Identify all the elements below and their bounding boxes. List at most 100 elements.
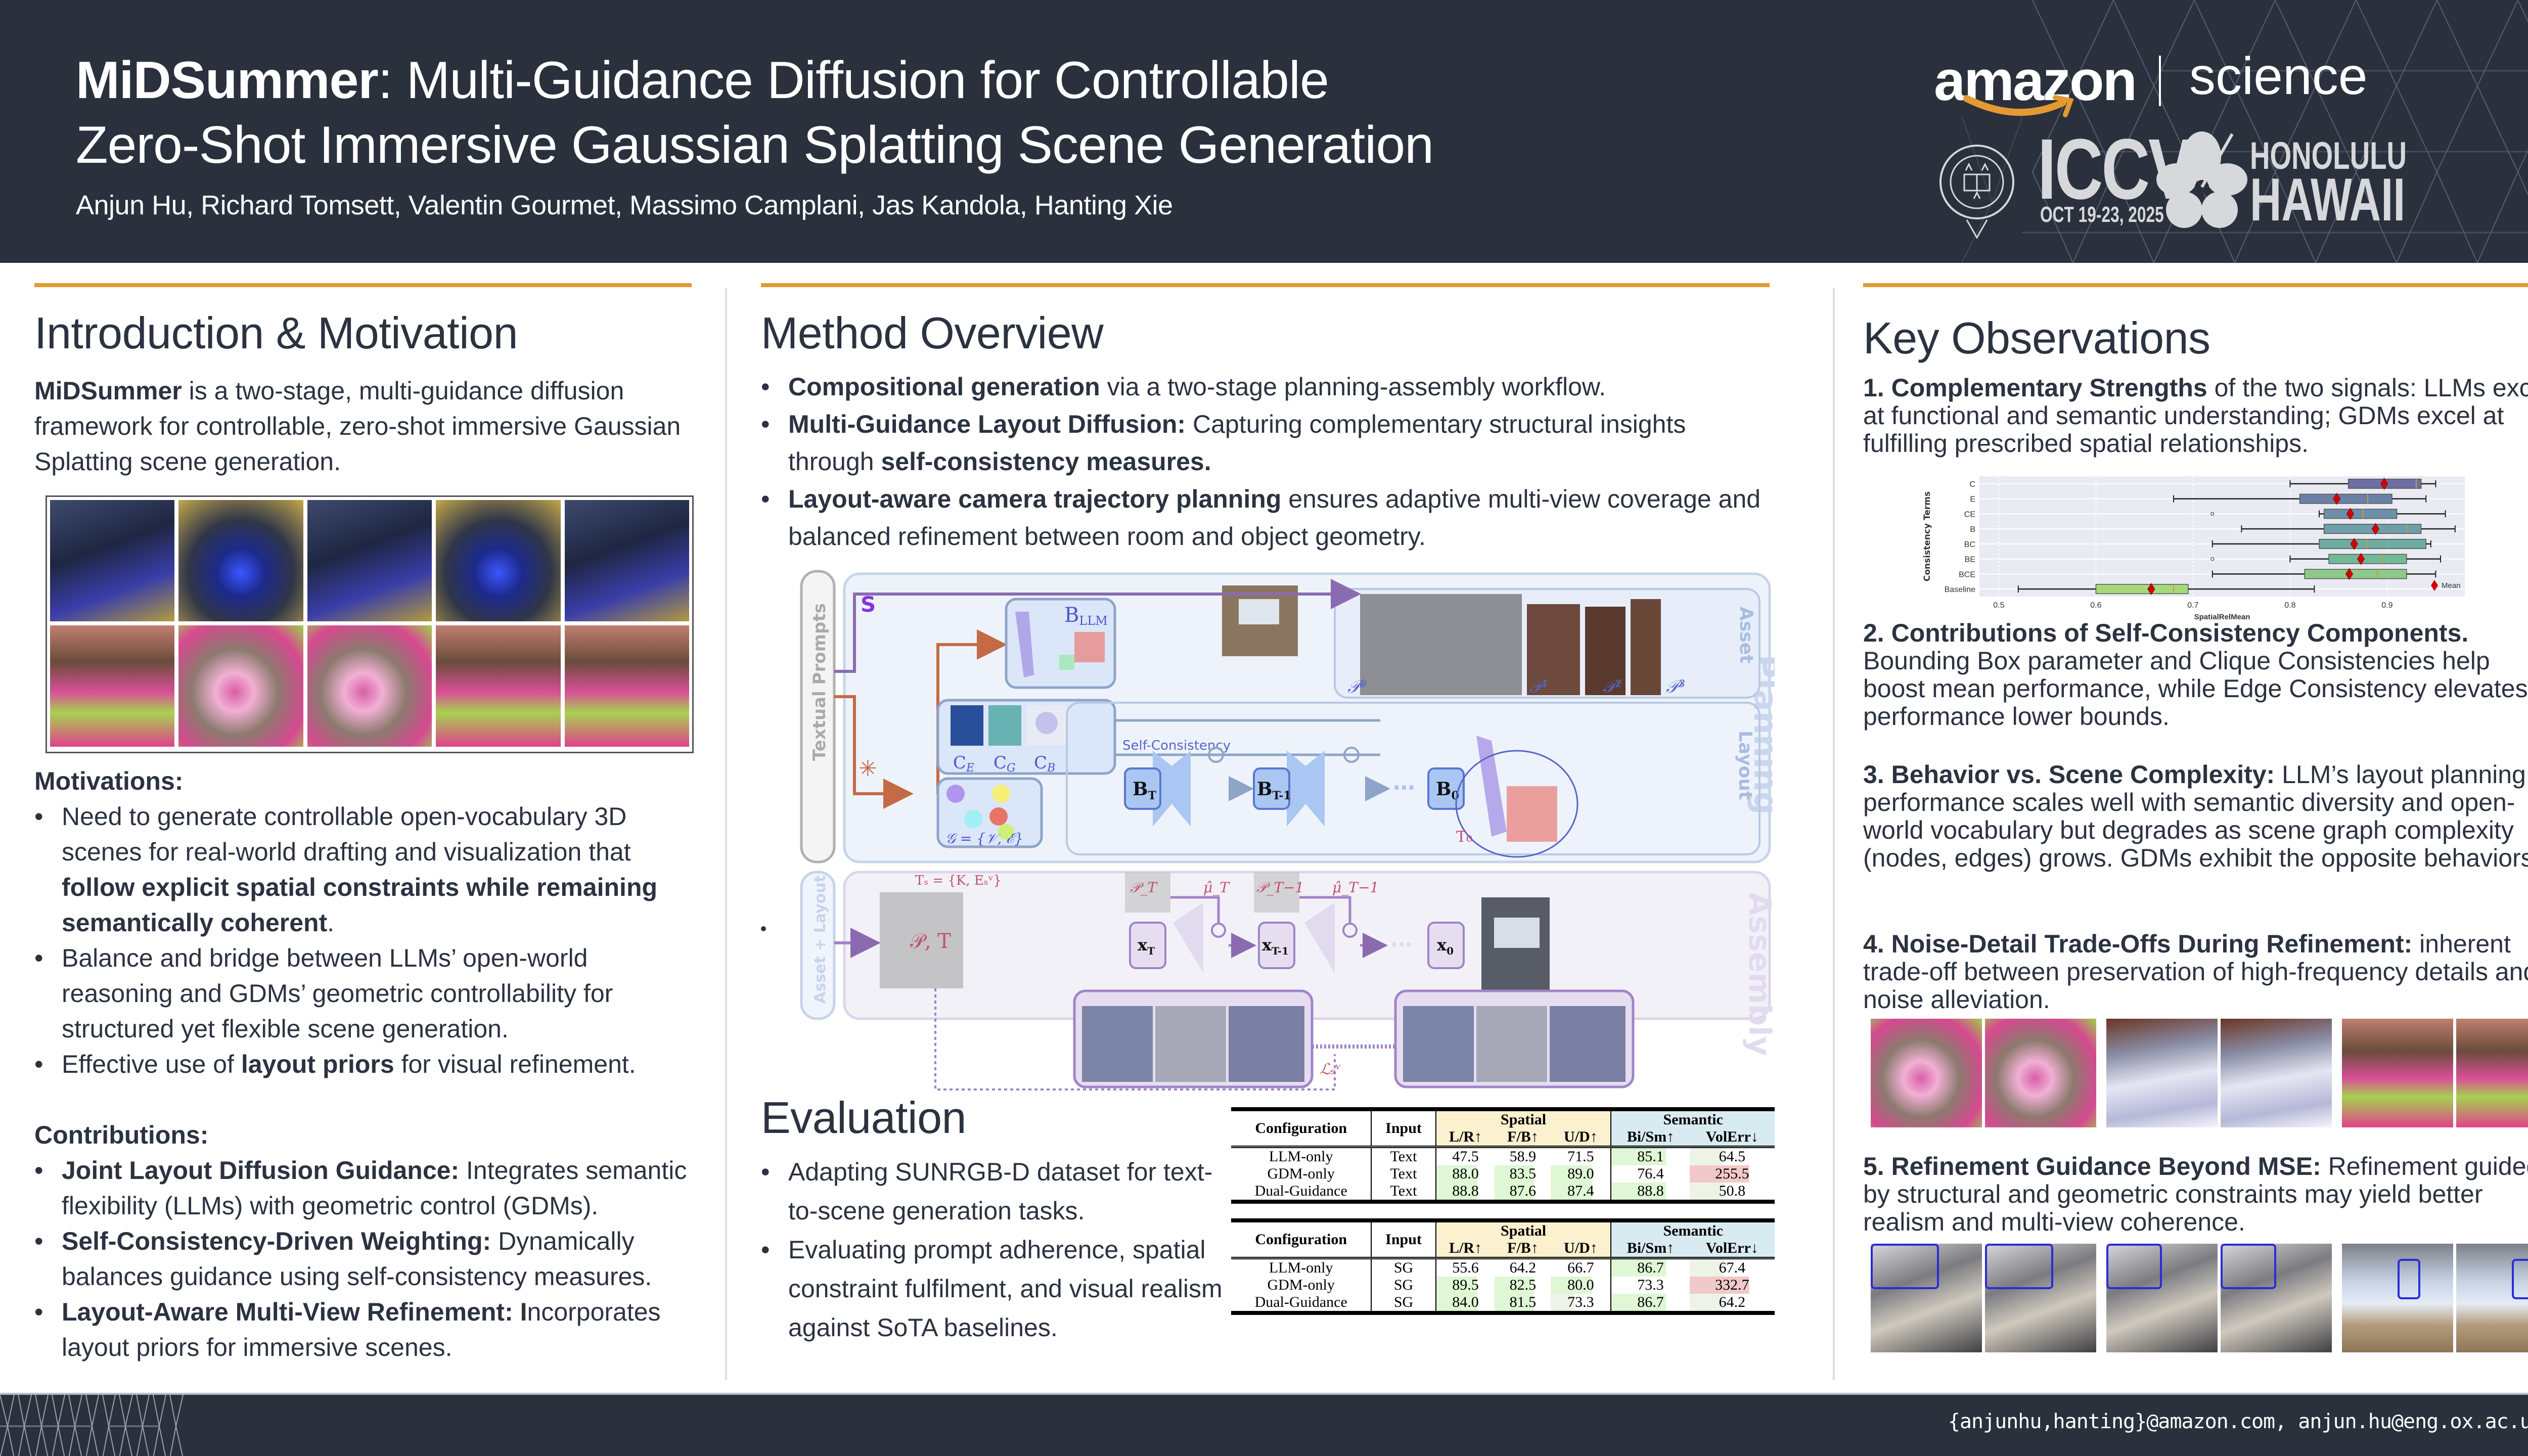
method-bullet-bold: Multi-Guidance Layout Diffusion: — [788, 410, 1186, 438]
input-cell: Text — [1371, 1165, 1436, 1182]
metric-cell-fb: 81.5 — [1495, 1294, 1551, 1315]
metric-cell-bism: 73.3 — [1610, 1277, 1690, 1294]
metric-cell-bism: 88.8 — [1610, 1182, 1690, 1204]
geometric-mesh-decoration — [0, 1395, 184, 1456]
contributions-list: Joint Layout Diffusion Guidance: Integra… — [34, 1153, 702, 1365]
loss-label: ℒₛᵛ — [1320, 1061, 1341, 1078]
motivation-bold: layout priors — [241, 1050, 394, 1078]
mu-label: μ̂_T — [1203, 879, 1230, 896]
input-cell: Text — [1371, 1147, 1436, 1165]
evaluation-bullet: Evaluating prompt adherence, spatial con… — [761, 1231, 1231, 1347]
metric-cell-lr: 47.5 — [1435, 1147, 1495, 1165]
contribution-item: Joint Layout Diffusion Guidance: Integra… — [34, 1153, 702, 1223]
gallery-image — [564, 500, 690, 621]
highlight-box — [2221, 1244, 2276, 1289]
motivation-item: Effective use of layout priors for visua… — [34, 1046, 702, 1082]
section-accent-bar — [761, 283, 1770, 287]
input-cell: SG — [1371, 1294, 1436, 1315]
self-consistency-label: Self-Consistency — [1122, 738, 1231, 753]
iccv-dates: OCT 19-23, 2025 — [2040, 202, 2164, 227]
comparison-image — [1871, 1019, 1982, 1127]
box-be — [2328, 554, 2407, 564]
s-label: S — [861, 592, 876, 617]
motivation-text: Balance and bridge between LLMs’ open-wo… — [62, 944, 613, 1043]
observation-heading: 5. Refinement Guidance Beyond MSE: — [1863, 1152, 2321, 1180]
observations-title: Key Observations — [1863, 313, 2210, 363]
metric-cell-lr: 55.6 — [1435, 1258, 1495, 1277]
asset-layout-label: Asset + Layout — [811, 875, 829, 1004]
column-header: Configuration — [1231, 1218, 1372, 1259]
comparison-image — [2342, 1244, 2453, 1352]
gallery-image — [50, 625, 175, 747]
metric-cell-volerr: 64.5 — [1689, 1147, 1775, 1165]
assembly-node-xt-1 — [1258, 922, 1295, 969]
metric-cell-bism: 85.1 — [1610, 1147, 1690, 1165]
section-accent-bar — [34, 283, 692, 287]
box-baseline — [2095, 584, 2189, 595]
sum-node-icon — [1343, 747, 1360, 763]
sum-node-icon — [1211, 923, 1226, 938]
clique-consistency-heatmap — [988, 705, 1021, 746]
asset-layout-box — [800, 871, 836, 1020]
contribution-bold: Layout-Aware Multi-View Refinement: I — [62, 1298, 527, 1326]
comparison-image — [2106, 1244, 2218, 1352]
metric-cell-lr: 88.8 — [1435, 1182, 1495, 1204]
metric-cell-fb: 87.6 — [1495, 1182, 1551, 1204]
y-tick-label: CE — [1964, 510, 1975, 519]
highlight-box — [2398, 1259, 2420, 1299]
wardrobe-asset-image — [1631, 599, 1661, 695]
metric-cell-ud: 66.7 — [1567, 1259, 1594, 1276]
intro-title: Introduction & Motivation — [34, 308, 518, 358]
observation-text: Refinement guided by structural and geom… — [1863, 1152, 2528, 1236]
observation-heading: 2. Contributions of Self-Consistency Com… — [1863, 619, 2469, 647]
c-b-label: CB — [1034, 753, 1055, 775]
layout-node-bt — [1124, 767, 1161, 810]
outlier-point — [2210, 512, 2215, 516]
metric-cell-lr: 89.5 — [1435, 1277, 1495, 1294]
evaluation-title: Evaluation — [761, 1093, 966, 1143]
contribution-item: Layout-Aware Multi-View Refinement: Inco… — [34, 1294, 702, 1365]
motivation-item: Need to generate controllable open-vocab… — [34, 799, 702, 940]
metric-cell-fb: 64.2 — [1509, 1259, 1537, 1276]
intro-lead-text: is a two-stage, multi-guidance diffusion… — [34, 377, 681, 476]
final-layout-render — [1476, 736, 1507, 837]
comparison-image — [2106, 1019, 2218, 1127]
contributions-heading: Contributions: — [34, 1121, 209, 1149]
observation-3: 3. Behavior vs. Scene Complexity: LLM’s … — [1863, 761, 2528, 872]
comparison-image — [2221, 1244, 2332, 1352]
metric-cell-lr: 88.0 — [1435, 1165, 1495, 1182]
metric-cell-fb: 83.5 — [1495, 1165, 1551, 1182]
observation-4: 4. Noise-Detail Trade-Offs During Refine… — [1863, 930, 2528, 1014]
poster-title: MiDSummer: Multi-Guidance Diffusion for … — [76, 48, 1434, 177]
x-tick-label: 0.6 — [2090, 601, 2101, 610]
y-tick-label: BE — [1965, 556, 1975, 564]
comparison-pair — [2106, 1244, 2332, 1352]
metric-cell-ud: 80.0 — [1551, 1277, 1611, 1294]
asset-label-p0: 𝒫⁰ — [1347, 677, 1367, 697]
metric-cell-fb: 82.5 — [1495, 1277, 1551, 1294]
y-tick-label: BC — [1964, 540, 1975, 549]
motivations-block: Motivations: Need to generate controllab… — [34, 763, 702, 1365]
input-cell: SG — [1371, 1258, 1436, 1277]
mean-marker — [2332, 492, 2341, 505]
method-section: Method Overview Compositional generation… — [761, 283, 1775, 1342]
observation-text: Bounding Box parameter and Clique Consis… — [1863, 647, 2528, 731]
mean-marker — [2350, 537, 2358, 550]
contribution-text: Integrates semantic flexibility (LLMs) w… — [62, 1156, 687, 1220]
contribution-text: ncorporates layout priors for immersive … — [62, 1298, 661, 1361]
group-header-spatial: Spatial — [1435, 1218, 1611, 1240]
column-header: F/B↑ — [1495, 1128, 1551, 1148]
gallery-row-candy — [50, 625, 690, 747]
comparison-pair — [1871, 1244, 2096, 1352]
contribution-text: Dynamically balances guidance using self… — [62, 1227, 652, 1291]
motivation-bold: follow explicit spatial constraints whil… — [62, 873, 658, 937]
metric-cell-ud: 87.4 — [1551, 1182, 1611, 1204]
input-cell: Text — [1371, 1182, 1436, 1204]
metric-cell-volerr: 67.4 — [1689, 1258, 1775, 1277]
method-bullet-text: ensures adaptive multi-view coverage and… — [788, 485, 1761, 551]
y-tick-label: Baseline — [1945, 585, 1975, 594]
box-bce — [2304, 569, 2407, 579]
observation-5: 5. Refinement Guidance Beyond MSE: Refin… — [1863, 1153, 2528, 1236]
